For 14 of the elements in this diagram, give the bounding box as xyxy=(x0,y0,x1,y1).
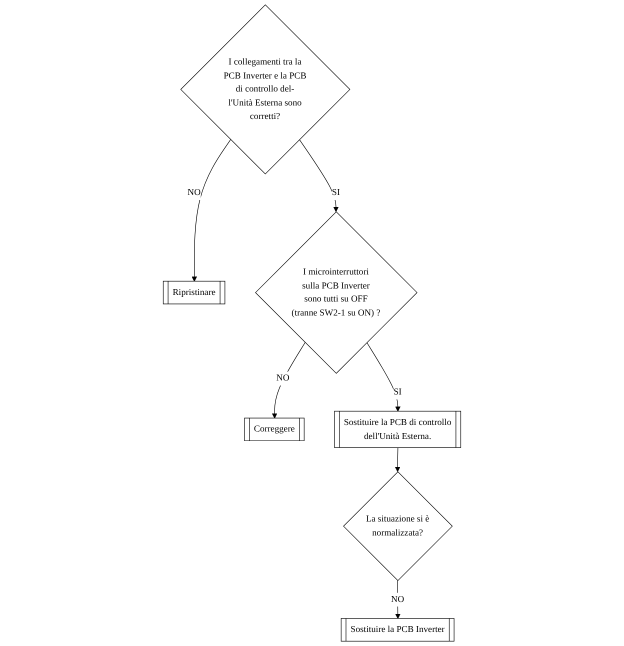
arrow xyxy=(272,342,306,419)
arrow xyxy=(299,139,339,212)
node-diamond: La situazione si è normalizzata? xyxy=(343,471,453,581)
edge-label: SI xyxy=(394,387,402,397)
node-diamond: I microinterruttori sulla PCB Inverter sono tutti su OFF (tranne SW2-1 su ON) ? xyxy=(255,211,418,374)
arrow xyxy=(366,342,400,412)
arrow xyxy=(395,580,400,619)
edge-label: NO xyxy=(188,188,201,198)
edge-label: SI xyxy=(332,188,340,198)
arrow xyxy=(394,448,400,472)
node-diamond: I collegamenti tra la PCB Inverter e la PCB di controllo del- l'Unità Esterna sono corretti? xyxy=(180,4,350,174)
edge-label: NO xyxy=(276,373,290,384)
edge-label: NO xyxy=(391,594,404,604)
arrow xyxy=(192,139,231,282)
